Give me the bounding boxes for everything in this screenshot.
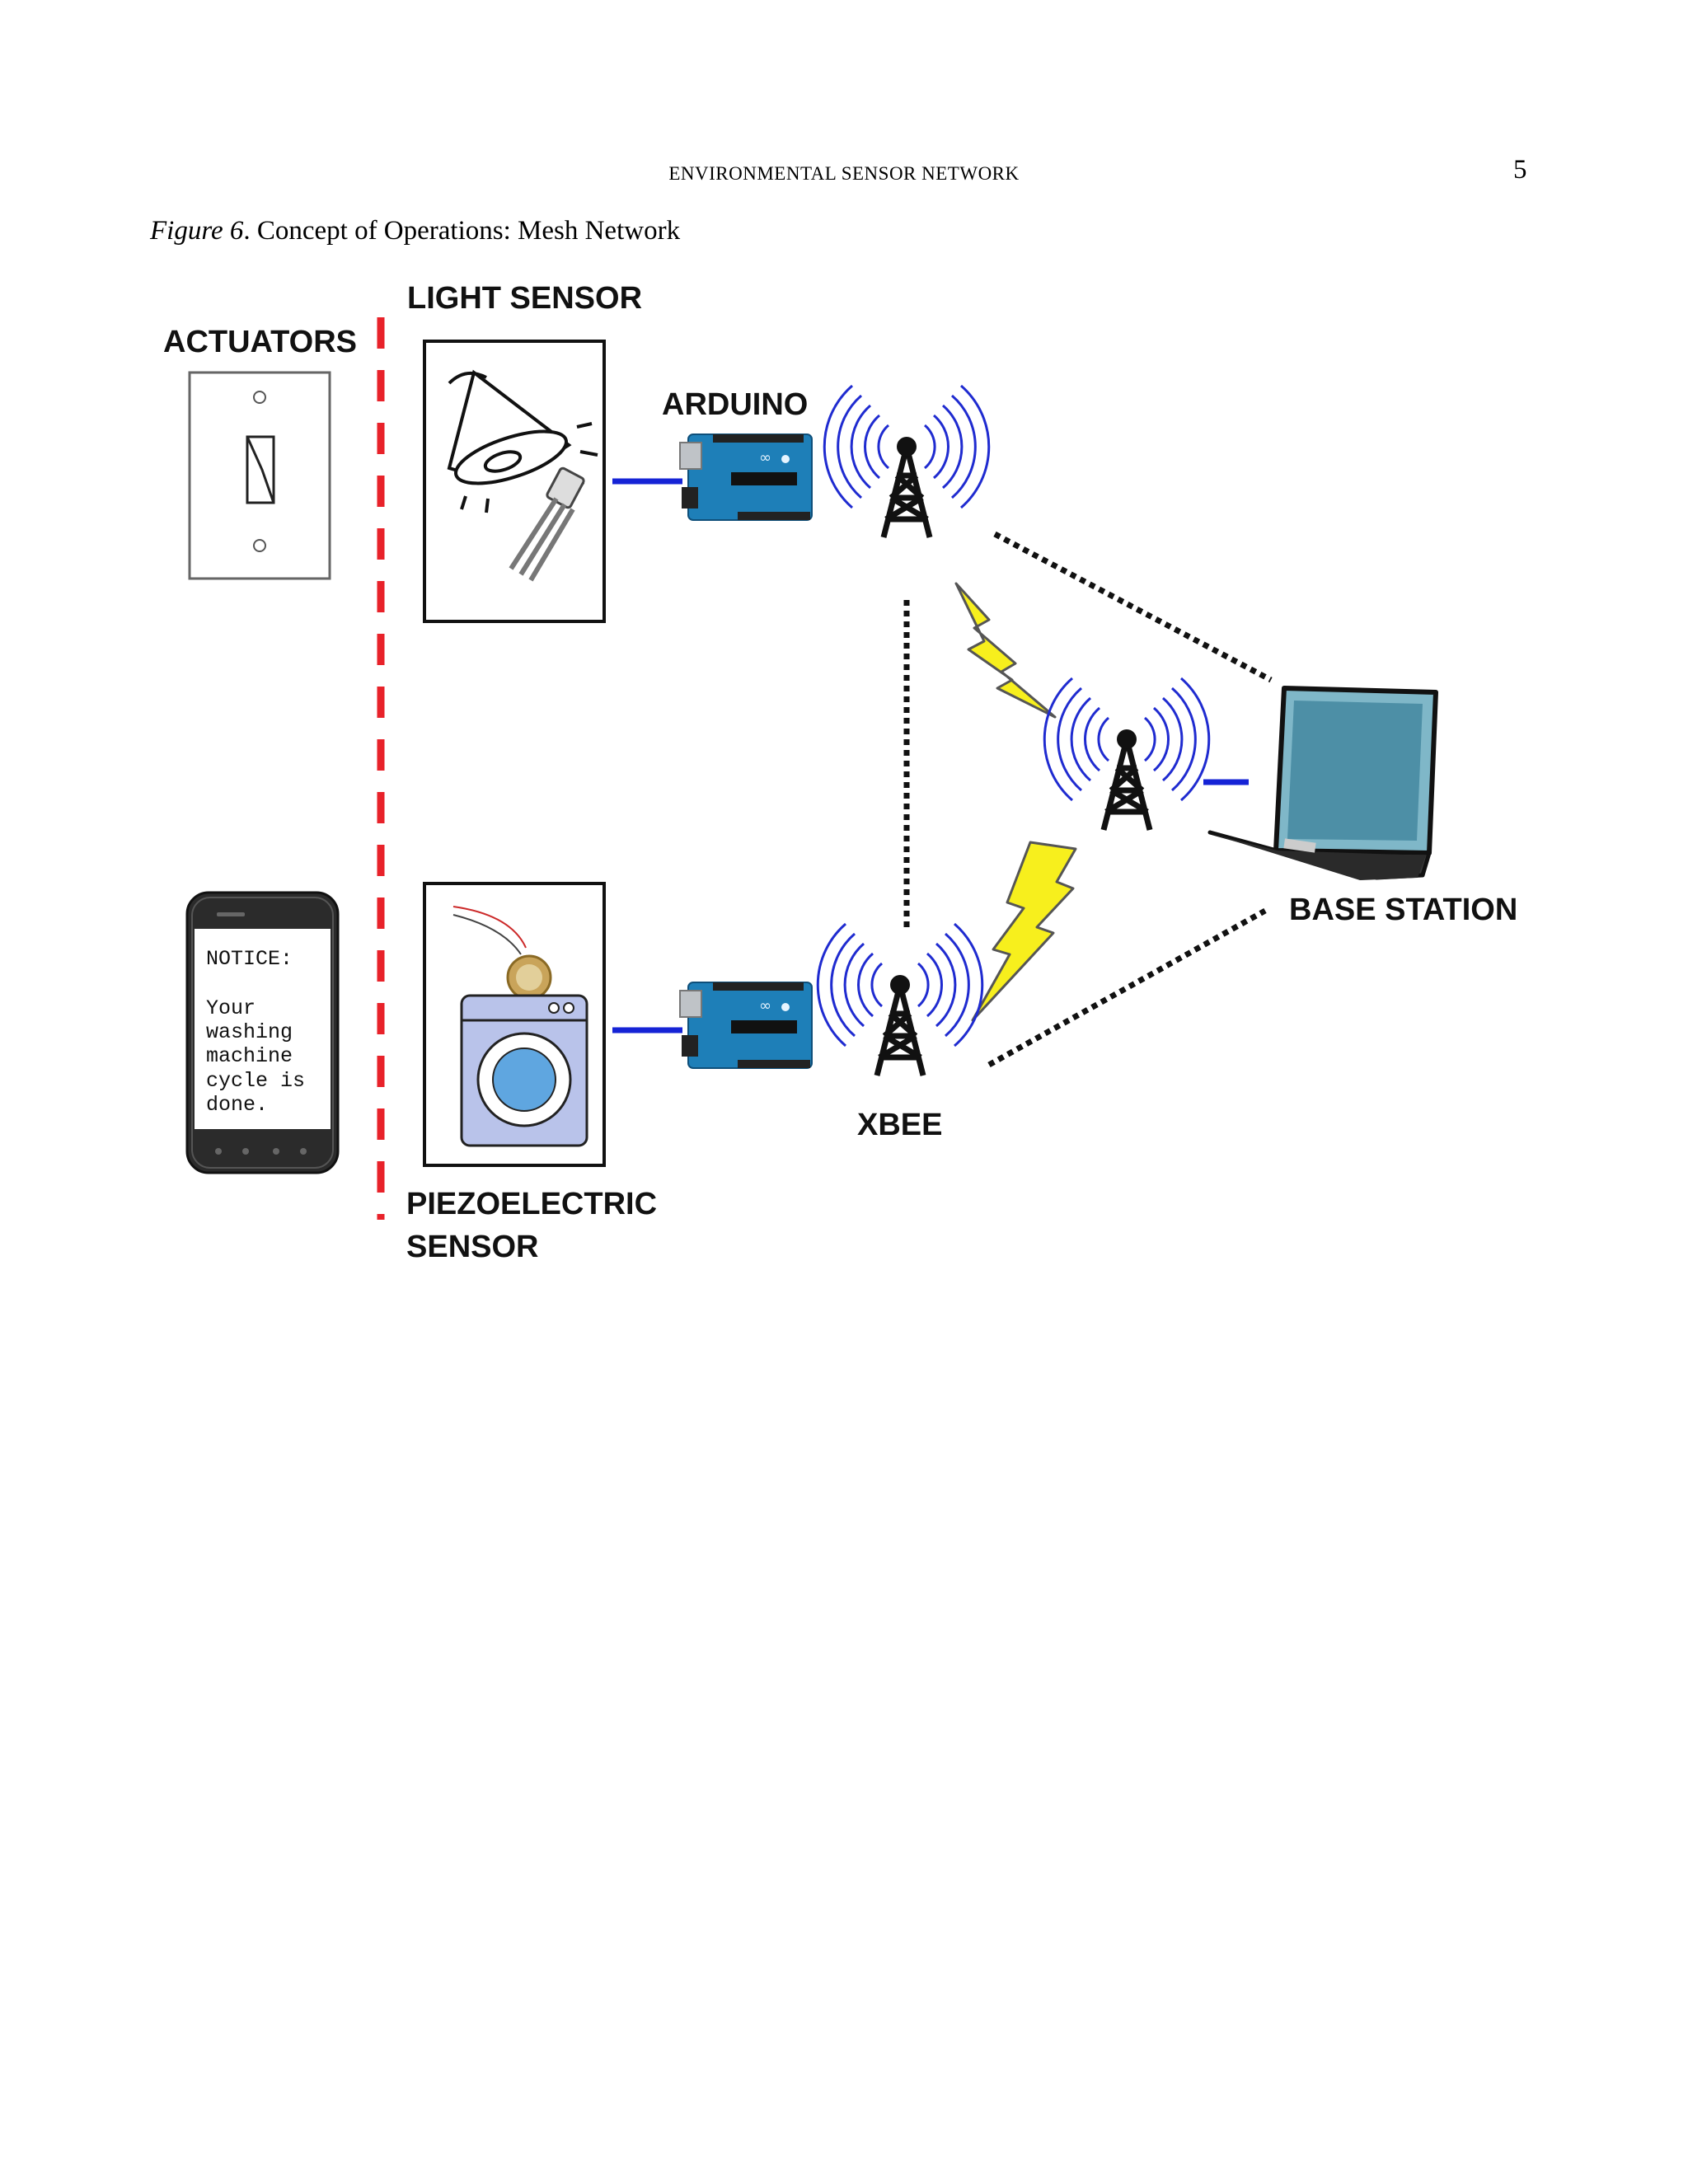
figure-canvas: ∞ ACTUATORS LIGHT SENSOR ARDUINO BASE ST… xyxy=(163,281,1517,1264)
phone-notice-line5: cycle is xyxy=(206,1069,305,1093)
light-sensor-label: LIGHT SENSOR xyxy=(407,281,642,316)
phone-notice-line1: NOTICE: xyxy=(206,947,293,971)
washing-machine-icon xyxy=(460,994,588,1147)
lightning-bolt-bottom xyxy=(971,841,1077,1022)
laptop-icon xyxy=(1207,686,1438,880)
piezo-sensor-box xyxy=(423,882,606,1167)
base-station-label: BASE STATION xyxy=(1289,893,1517,927)
piezo-disc-icon xyxy=(452,906,552,1001)
mesh-link-top-base xyxy=(993,531,1273,683)
running-head: ENVIRONMENTAL SENSOR NETWORK xyxy=(668,163,1020,184)
phone-icon xyxy=(185,891,340,1174)
arduino-board-bottom xyxy=(679,982,813,1069)
xbee-label: XBEE xyxy=(857,1108,942,1142)
piezo-label-line1: PIEZOELECTRIC xyxy=(406,1187,657,1221)
light-sensor-box xyxy=(423,340,606,623)
caption-label: Figure 6 xyxy=(150,216,244,246)
actuators-label: ACTUATORS xyxy=(163,325,357,359)
phone-notice-line6: done. xyxy=(206,1093,268,1117)
arduino-label: ARDUINO xyxy=(662,387,808,422)
arduino-board-top xyxy=(679,434,813,521)
phone-notice-line4: machine xyxy=(206,1044,293,1068)
mesh-network-figure: ∞ ACTUATORS LIGHT SENSOR ARDUINO BASE ST… xyxy=(140,264,1541,1360)
page-number: 5 xyxy=(1513,155,1527,185)
xbee-tower-bottom xyxy=(818,924,982,1076)
lightning-bolt-top xyxy=(954,582,1057,719)
xbee-tower-middle xyxy=(1044,678,1209,830)
light-switch-icon xyxy=(188,371,331,580)
lamp-icon xyxy=(447,369,598,513)
figure-caption: Figure 6. Concept of Operations: Mesh Ne… xyxy=(150,216,680,246)
phone-notice-line2: Your xyxy=(206,996,256,1020)
photoresistor-icon xyxy=(509,466,585,582)
phone-notice-line3: washing xyxy=(206,1020,293,1044)
xbee-tower-top xyxy=(824,386,989,537)
caption-text: . Concept of Operations: Mesh Network xyxy=(243,216,681,246)
piezo-label-line2: SENSOR xyxy=(406,1230,538,1264)
